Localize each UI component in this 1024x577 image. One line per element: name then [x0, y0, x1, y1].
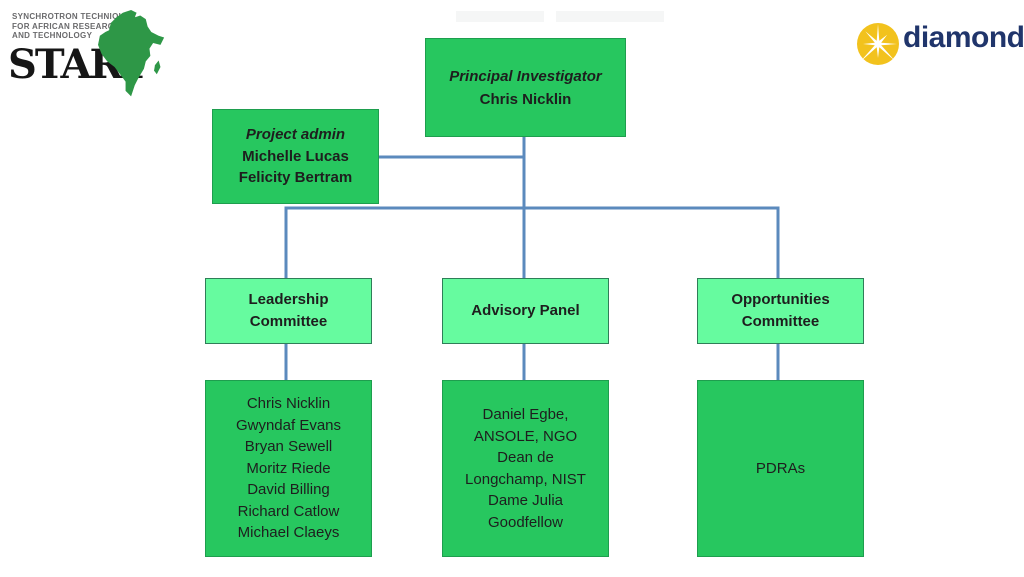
node-pdras: PDRAs [697, 380, 864, 557]
node-principal-investigator: Principal Investigator Chris Nicklin [425, 38, 626, 137]
node-leadership-members: Chris Nicklin Gwyndaf Evans Bryan Sewell… [205, 380, 372, 557]
header-line: Advisory Panel [471, 302, 580, 319]
node-project-admin: Project admin Michelle Lucas Felicity Be… [212, 109, 379, 204]
diamond-wordmark: diamond [903, 21, 1024, 54]
start-logo-tagline: SYNCHROTRON TECHNIQUES FOR AFRICAN RESEA… [12, 12, 136, 40]
member-name: Michael Claeys [237, 524, 340, 542]
member-name: Moritz Riede [246, 459, 331, 477]
admin-name: Michelle Lucas [242, 147, 349, 165]
admin-role-label: Project admin [245, 126, 346, 144]
member-name: ANSOLE, NGO [473, 427, 578, 445]
member-name: Longchamp, NIST [465, 470, 586, 488]
admin-name: Felicity Bertram [238, 169, 353, 187]
member-name: Gwyndaf Evans [235, 416, 342, 434]
node-leadership-committee: Leadership Committee [205, 278, 372, 344]
node-opportunities-committee: Opportunities Committee [697, 278, 864, 344]
member-name: Bryan Sewell [244, 438, 333, 456]
node-advisory-members: Daniel Egbe, ANSOLE, NGO Dean de Longcha… [442, 380, 609, 557]
diamond-logo: diamond [852, 18, 1024, 74]
header-line: Committee [741, 313, 820, 330]
header-line: Leadership [248, 291, 329, 308]
member-name: Daniel Egbe, [482, 406, 569, 423]
node-advisory-panel: Advisory Panel [442, 278, 609, 344]
member-name: Richard Catlow [237, 502, 340, 520]
faded-artifact [456, 11, 544, 22]
faded-artifact [556, 11, 664, 22]
member-name: PDRAs [755, 459, 806, 477]
diamond-starburst-icon [857, 23, 899, 65]
member-name: Goodfellow [487, 513, 564, 531]
pi-name: Chris Nicklin [479, 90, 572, 108]
member-name: Chris Nicklin [246, 395, 331, 413]
pi-role-label: Principal Investigator [449, 67, 602, 85]
header-line: Opportunities [731, 291, 830, 308]
header-line: Committee [249, 313, 328, 330]
member-name: David Billing [247, 481, 330, 499]
start-logo: SYNCHROTRON TECHNIQUES FOR AFRICAN RESEA… [8, 8, 168, 97]
member-name: Dean de [497, 449, 554, 466]
africa-map-icon [98, 10, 165, 97]
member-name: Dame Julia [487, 492, 564, 509]
